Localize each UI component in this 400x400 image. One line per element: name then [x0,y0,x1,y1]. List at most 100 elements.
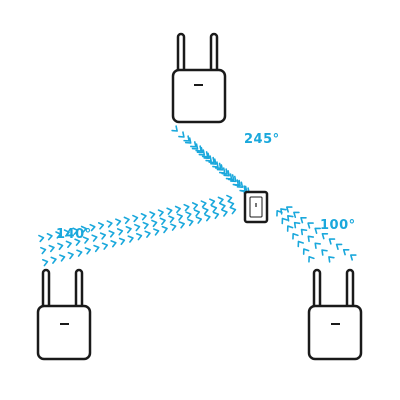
signal-chevron-left [118,237,126,246]
signal-chevron-left [191,202,199,210]
signal-chevron-right [328,238,336,245]
signal-chevron-right [300,228,308,236]
signal-chevron-left [200,200,207,208]
signal-chevron-left [115,218,122,226]
signal-chevron-left [72,227,79,235]
signal-chevron-right [293,221,301,229]
signal-chevron-left [178,221,185,229]
signal-chevron-top [214,162,222,170]
signal-chevron-left [93,244,100,253]
signal-chevron-left [187,218,194,227]
signal-chevron-right [286,206,293,213]
signal-chevron-top [195,145,202,152]
signal-chevron-left [217,196,224,205]
signal-chevron-right [297,240,304,248]
signal-chevron-left [89,223,96,232]
center-device-screen [249,196,263,218]
signal-chevron-left [149,211,156,219]
signal-chevron-right [293,211,300,219]
signal-chevron-left [135,232,143,241]
signal-chevron-top [191,143,199,150]
signal-chevron-left [74,238,81,246]
signal-chevron-right [307,235,315,243]
signal-chevron-left [221,209,228,217]
signal-chevron-top [218,167,226,174]
signal-chevron-right [286,225,294,232]
signal-chevron-left [134,223,141,232]
router-left-antenna-left [41,268,51,312]
signal-chevron-top [205,155,212,162]
signal-chevron-left [195,216,203,224]
signal-chevron-left [170,223,177,231]
signal-chevron-left [48,244,55,253]
signal-chevron-right [342,248,350,256]
router-left-body [36,304,92,361]
signal-chevron-left [140,212,147,221]
signal-chevron-top [223,169,230,177]
signal-chevron-left [157,209,164,217]
signal-chevron-top [184,137,192,144]
signal-chevron-left [193,209,201,217]
signal-chevron-top [234,179,241,187]
signal-chevron-left [228,200,235,209]
signal-chevron-left [219,202,226,211]
signal-chevron-right [328,256,335,263]
signal-chevron-left [127,235,134,243]
signal-chevron-top [190,141,197,148]
signal-chevron-left [65,240,72,249]
signal-chevron-left [38,234,45,243]
signal-chevron-left [204,214,211,222]
signal-chevron-right [292,232,299,240]
signal-chevron-top [178,131,185,138]
signal-chevron-top [227,174,235,181]
signal-chevron-left [108,230,115,238]
router-top [171,32,227,124]
signal-chevron-left [209,198,216,206]
signal-chevron-left [212,211,220,220]
signal-chevron-left [50,256,57,264]
signal-chevron-right [287,215,294,222]
angle-label-top: 245° [244,132,280,147]
center-device [243,190,269,224]
signal-chevron-right [300,216,307,224]
signal-chevron-right [281,217,288,225]
signal-chevron-right [321,249,328,256]
angle-label-left: 140° [56,227,92,242]
router-top-antenna-left [176,32,186,76]
signal-chevron-left [229,206,237,215]
signal-chevron-left [63,229,70,237]
signal-chevron-left [40,246,47,255]
signal-chevron-top [210,158,217,165]
signal-chevron-top [236,181,244,188]
signal-chevron-right [314,242,321,249]
signal-chevron-left [99,232,107,240]
signal-chevron-left [151,219,158,228]
signal-chevron-left [142,221,149,230]
signal-chevron-left [41,258,49,267]
signal-chevron-left [144,230,151,238]
router-top-body [171,68,227,124]
signal-chevron-left [101,242,109,250]
signal-chevron-left [153,228,160,236]
signal-chevron-left [116,228,124,236]
signal-chevron-right [350,254,357,261]
signal-chevron-left [202,207,209,215]
signal-chevron-right [308,255,315,263]
signal-chevron-left [91,234,98,242]
router-top-antenna-right [209,32,219,76]
signal-chevron-top [221,168,228,175]
router-right-antenna-left [312,268,322,312]
signal-chevron-left [110,240,117,248]
signal-chevron-left [80,225,87,234]
router-right-antenna-right [345,268,355,312]
signal-chevron-top [216,164,224,171]
signal-chevron-top [198,149,206,156]
signal-chevron-left [125,225,132,234]
router-bottom-left [36,268,92,361]
signal-chevron-left [84,247,91,255]
signal-chevron-left [210,205,218,213]
signal-chevron-left [159,217,166,226]
signal-chevron-right [307,222,314,229]
signal-chevron-top [196,146,204,154]
router-right-body [307,304,363,361]
